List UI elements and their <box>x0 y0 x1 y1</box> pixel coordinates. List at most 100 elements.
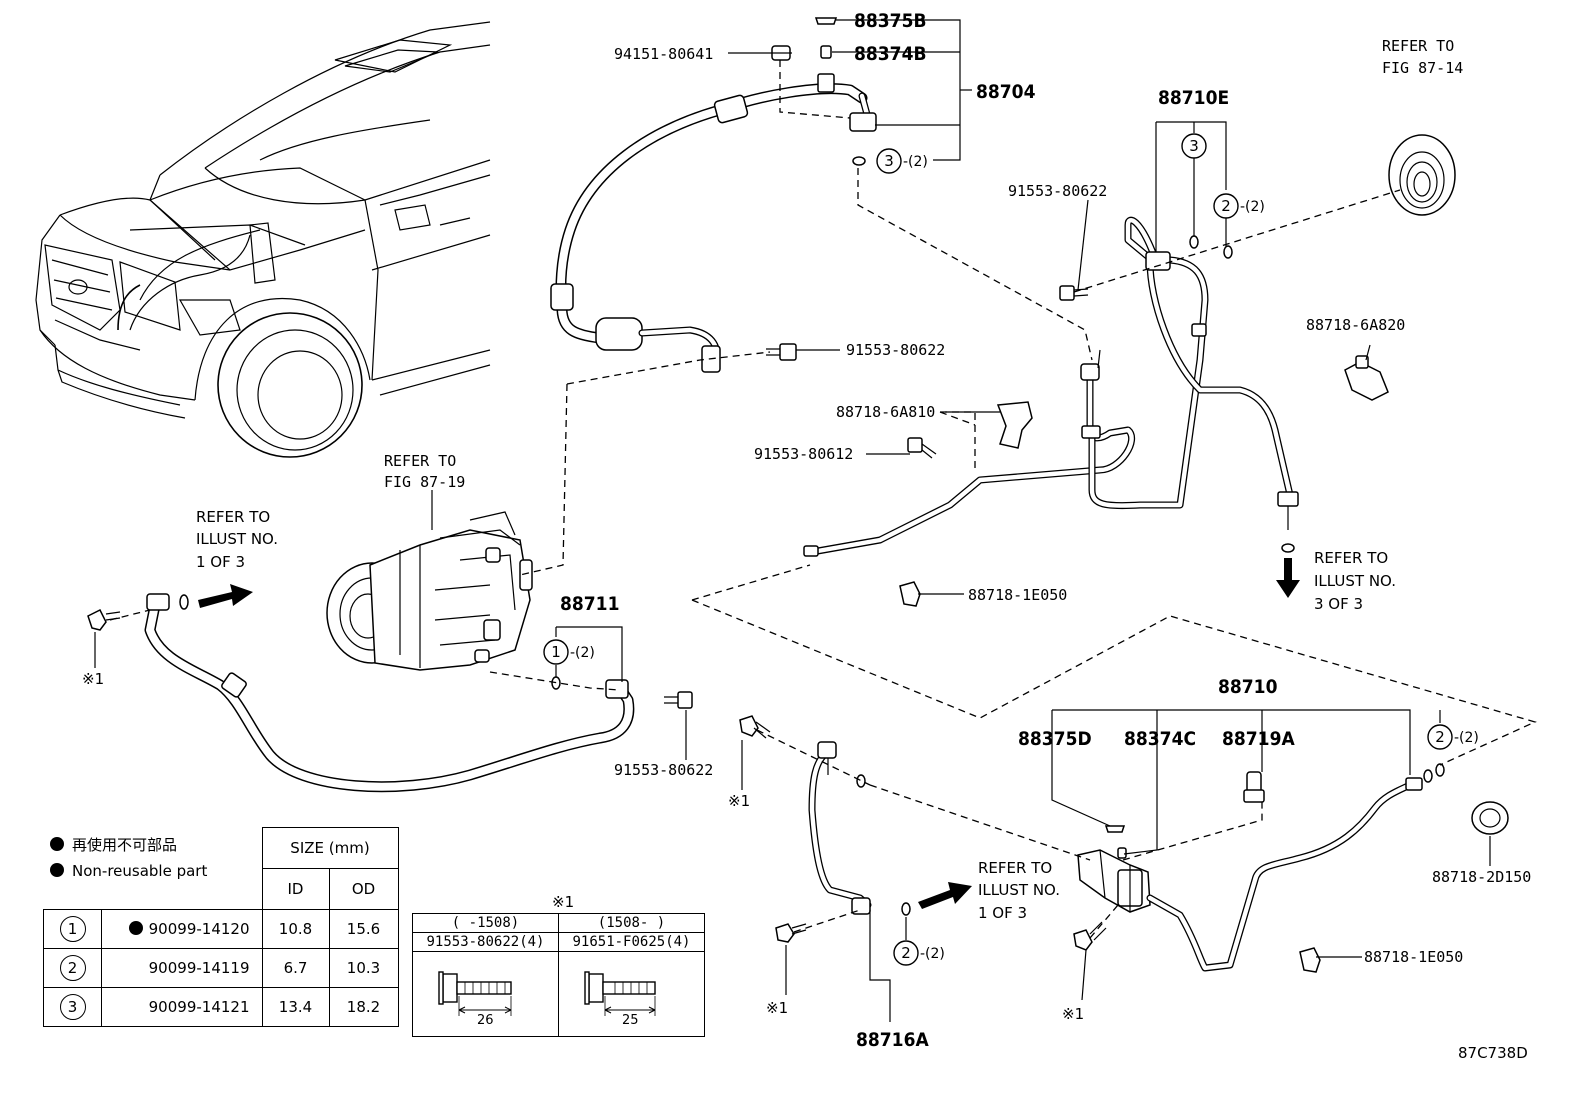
oring-88710e-b <box>1223 245 1233 259</box>
label-91553-80622-low: 91553-80622 <box>614 761 713 779</box>
bolt-91553-80622-top <box>1059 285 1089 301</box>
bolt-91553-80612 <box>907 437 937 459</box>
size-table: SIZE (mm) ID OD 1 90099-14120 10.8 15.6 … <box>43 827 399 1027</box>
arrow-refer-illust-1b <box>918 882 972 909</box>
qty-88716a: -(2) <box>920 946 945 962</box>
refer-87-19-line1: REFER TO <box>384 452 456 470</box>
row-od: 15.6 <box>328 909 399 949</box>
qty-88704: -(2) <box>903 154 928 170</box>
label-88719a: 88719A <box>1222 728 1295 750</box>
bolt-88710 <box>1073 921 1107 951</box>
legend-en-text: Non-reusable part <box>72 862 208 880</box>
refer-illust1b-line2: ILLUST NO. <box>978 881 1060 899</box>
refer-illust3-line1: REFER TO <box>1314 549 1388 567</box>
qty-88711: -(2) <box>570 645 595 661</box>
clamp-88718-2d150 <box>1471 801 1509 835</box>
legend: 再使用不可部品 Non-reusable part <box>50 832 207 884</box>
table-row: 3 90099-14121 13.4 18.2 <box>43 987 399 1027</box>
oring-refer3 <box>1281 543 1295 553</box>
row-no-badge: 3 <box>59 994 86 1020</box>
row-id: 13.4 <box>261 987 330 1027</box>
oring-88710-a <box>1423 769 1433 783</box>
clamp-88718-1e050-b <box>1299 947 1321 973</box>
note1-mid: ※1 <box>728 792 750 810</box>
refer-87-19-line2: FIG 87-19 <box>384 473 465 491</box>
arrow-refer-illust-3 <box>1276 558 1300 598</box>
leader-lines <box>94 19 1491 1022</box>
label-88711: 88711 <box>560 593 619 615</box>
bolt-col2-part: 91651-F0625(4) <box>558 932 705 952</box>
refer-illust1b-line3: 1 OF 3 <box>978 904 1027 922</box>
bolt-table: ( -1508) (1508- ) 91553-80622(4) 91651-F… <box>412 913 705 1037</box>
size-header: SIZE (mm) <box>261 827 399 869</box>
circle-88710e-2: 2 <box>1221 197 1231 215</box>
bolt-table-mark: ※1 <box>552 893 575 911</box>
label-94151-80641: 94151-80641 <box>614 45 713 63</box>
bolt-91553-80622-mid <box>766 343 797 361</box>
pipe-88716a <box>808 741 872 915</box>
label-88374b: 88374B <box>854 43 927 65</box>
row-od: 18.2 <box>328 987 399 1027</box>
refer-illust3-line2: ILLUST NO. <box>1314 572 1396 590</box>
row-no-badge: 1 <box>59 916 86 942</box>
label-88718-6a820: 88718-6A820 <box>1306 316 1405 334</box>
valve-cap-88375b <box>814 17 838 25</box>
bolt-col1-range: ( -1508) <box>412 913 559 933</box>
bolt-88716a-bottom <box>775 923 807 943</box>
label-88718-1e050-a: 88718-1E050 <box>968 586 1067 604</box>
grommet-fig-87-14 <box>1388 134 1456 216</box>
row-id: 6.7 <box>261 948 330 988</box>
pipe-88710e <box>803 216 1299 557</box>
circle-88711-1: 1 <box>551 643 561 661</box>
label-88375d: 88375D <box>1018 728 1092 750</box>
refer-illust3-line3: 3 OF 3 <box>1314 595 1363 613</box>
bolt-col1-part: 91553-80622(4) <box>412 932 559 952</box>
circle-88704: 3 <box>884 152 894 170</box>
labels: 88375B 88374B 94151-80641 88704 3 -(2) 8… <box>82 10 1531 1062</box>
refer-illust1-line3: 1 OF 3 <box>196 553 245 571</box>
row-part: 90099-14121 <box>101 987 263 1027</box>
row-no-cell: 1 <box>43 909 102 949</box>
note1-bottom-mid: ※1 <box>766 999 788 1017</box>
flange-bolt-icon: 26 <box>438 971 512 1028</box>
non-reusable-dot-icon <box>50 863 64 877</box>
oring-88704 <box>852 156 866 166</box>
qty-88710: -(2) <box>1454 730 1479 746</box>
hose-88711 <box>144 593 635 793</box>
bolt-col1-length: 26 <box>477 1013 494 1028</box>
row-no-cell: 2 <box>43 948 102 988</box>
row-no-badge: 2 <box>59 955 86 981</box>
note1-left: ※1 <box>82 670 104 688</box>
part-number: 90099-14120 <box>148 920 250 938</box>
legend-line-en: Non-reusable part <box>50 858 207 884</box>
legend-jp-text: 再使用不可部品 <box>72 836 178 854</box>
label-88718-6a810: 88718-6A810 <box>836 403 935 421</box>
legend-line-jp: 再使用不可部品 <box>50 832 207 858</box>
refer-illust1b-line1: REFER TO <box>978 859 1052 877</box>
core-88374c <box>1117 847 1127 859</box>
oring-88716a-b <box>901 902 911 916</box>
non-reusable-dot-icon <box>128 921 143 935</box>
label-88710e: 88710E <box>1158 87 1229 109</box>
circle-88710-2: 2 <box>1435 728 1445 746</box>
oring-88716a-a <box>856 774 866 788</box>
label-88718-2d150: 88718-2D150 <box>1432 868 1531 886</box>
compressor <box>326 511 533 671</box>
refer-87-14-line2: FIG 87-14 <box>1382 59 1463 77</box>
cap-88375d <box>1104 825 1126 833</box>
row-no-cell: 3 <box>43 987 102 1027</box>
label-91553-80622-top: 91553-80622 <box>1008 182 1107 200</box>
oring-88710e-a <box>1189 235 1199 249</box>
clamp-88718-1e050-a <box>899 581 921 607</box>
diagram-code: 87C738D <box>1458 1044 1528 1062</box>
hose-88704 <box>550 83 877 373</box>
dashed-lines <box>109 60 1537 939</box>
row-part: 90099-14120 <box>101 909 263 949</box>
bolt-88716a-top <box>739 715 771 739</box>
qty-88710e: -(2) <box>1240 199 1265 215</box>
label-88716a: 88716A <box>856 1029 929 1051</box>
bolt-col2-drawing: 25 <box>558 951 705 1037</box>
label-91553-80622-mid: 91553-80622 <box>846 341 945 359</box>
label-88374c: 88374C <box>1124 728 1196 750</box>
